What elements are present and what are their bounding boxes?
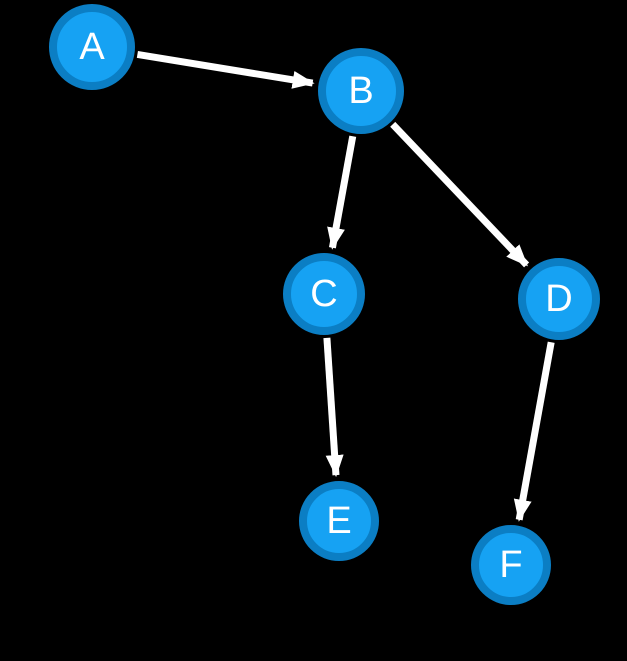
node-D-circle[interactable]: [518, 258, 600, 340]
edges-layer: [136, 50, 555, 522]
edge-C-E: [323, 337, 344, 478]
node-C-circle[interactable]: [283, 253, 365, 335]
node-C[interactable]: C: [283, 253, 365, 335]
node-A[interactable]: A: [49, 4, 135, 90]
edge-D-F: [513, 341, 555, 522]
node-A-circle[interactable]: [49, 4, 135, 90]
edge-A-B: [136, 50, 315, 89]
node-E[interactable]: E: [299, 481, 379, 561]
nodes-layer: A B C D E F: [49, 4, 600, 605]
edge-B-C: [327, 135, 357, 250]
node-B-circle[interactable]: [318, 48, 404, 134]
node-B[interactable]: B: [318, 48, 404, 134]
node-F-circle[interactable]: [471, 525, 551, 605]
edge-B-D: [390, 121, 530, 268]
node-D[interactable]: D: [518, 258, 600, 340]
node-F[interactable]: F: [471, 525, 551, 605]
node-E-circle[interactable]: [299, 481, 379, 561]
